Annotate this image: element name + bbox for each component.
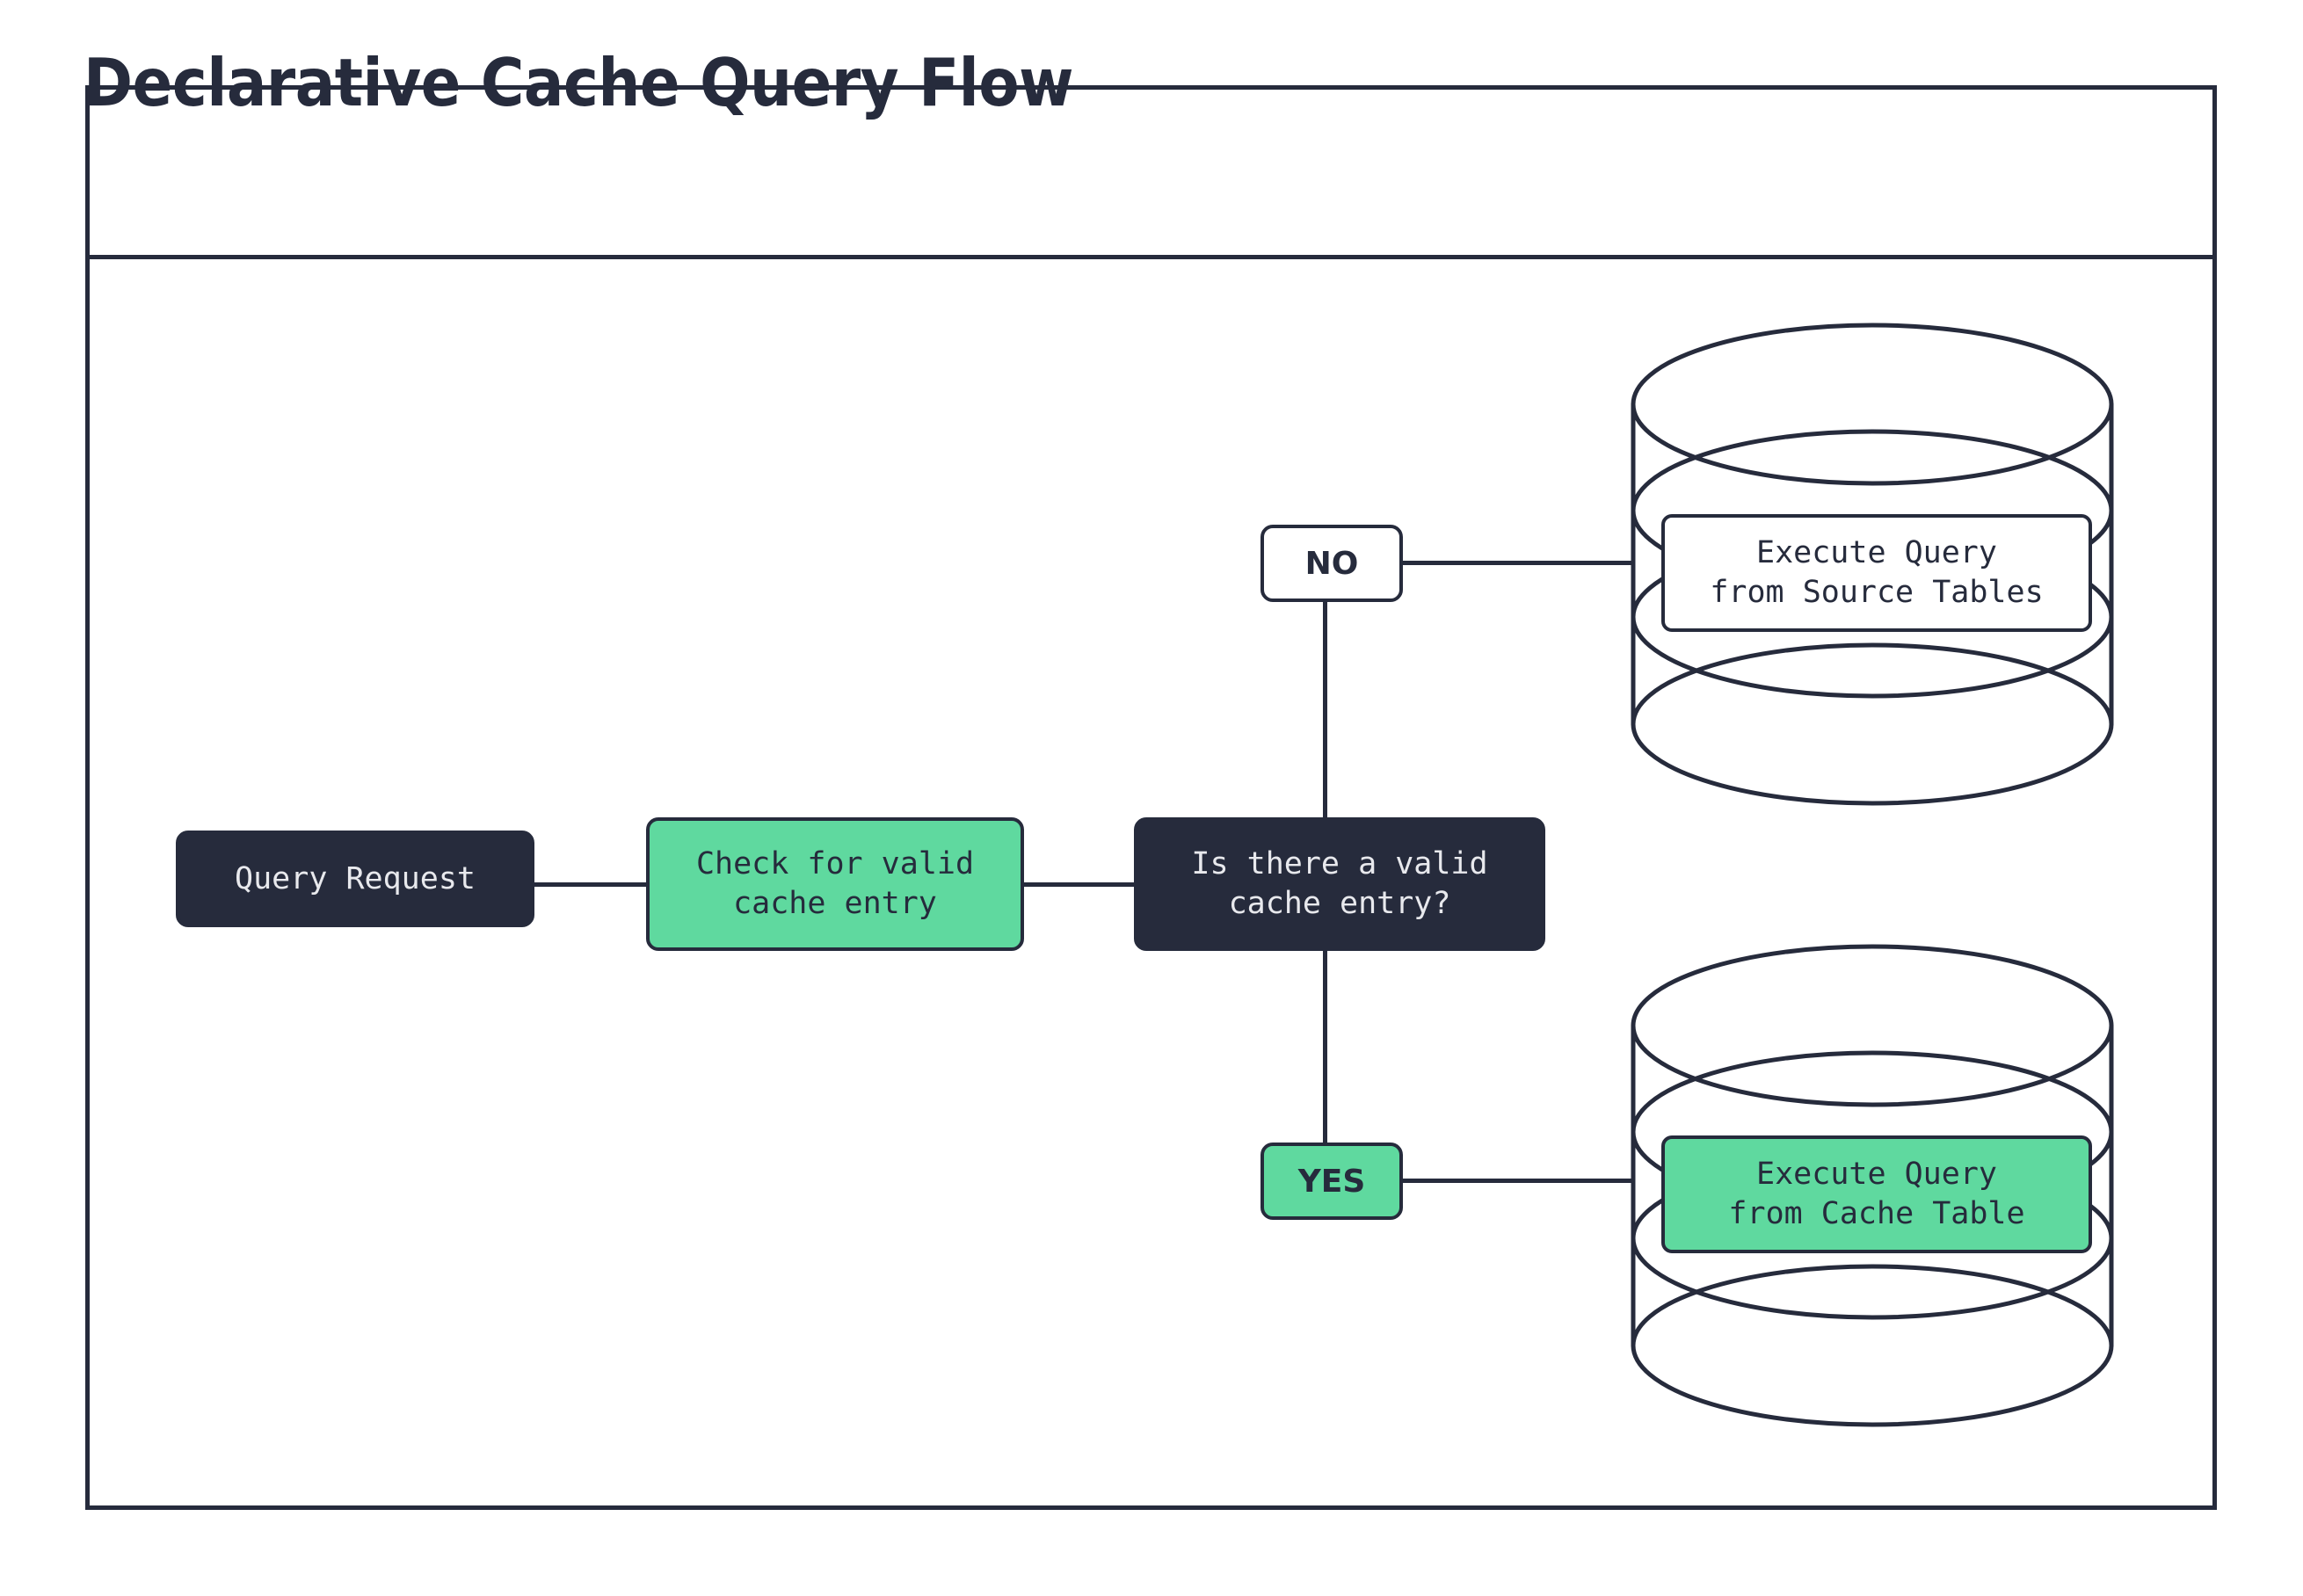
node-query-request[interactable]: Query Request — [176, 831, 534, 927]
node-execute-query-from-source-tables[interactable]: Execute Query from Source Tables — [1661, 514, 2092, 632]
edge-query-request-to-check-cache — [531, 882, 649, 887]
node-execute-query-from-cache-table[interactable]: Execute Query from Cache Table — [1661, 1135, 2092, 1253]
diagram-title-bar — [85, 85, 2217, 259]
edge-check-cache-to-decision — [1020, 882, 1137, 887]
node-decision-valid-cache-entry[interactable]: Is there a valid cache entry? — [1134, 817, 1545, 951]
node-check-for-valid-cache-entry[interactable]: Check for valid cache entry — [646, 817, 1024, 951]
edge-decision-to-yes — [1323, 948, 1327, 1145]
page-title: Declarative Cache Query Flow — [84, 44, 1073, 121]
edge-yes-to-cache-database — [1399, 1179, 1635, 1183]
branch-label-no[interactable]: NO — [1260, 525, 1403, 602]
edge-no-to-source-database — [1399, 561, 1635, 565]
diagram-frame — [85, 85, 2217, 1510]
edge-decision-to-no — [1323, 598, 1327, 820]
branch-label-yes[interactable]: YES — [1260, 1143, 1403, 1220]
